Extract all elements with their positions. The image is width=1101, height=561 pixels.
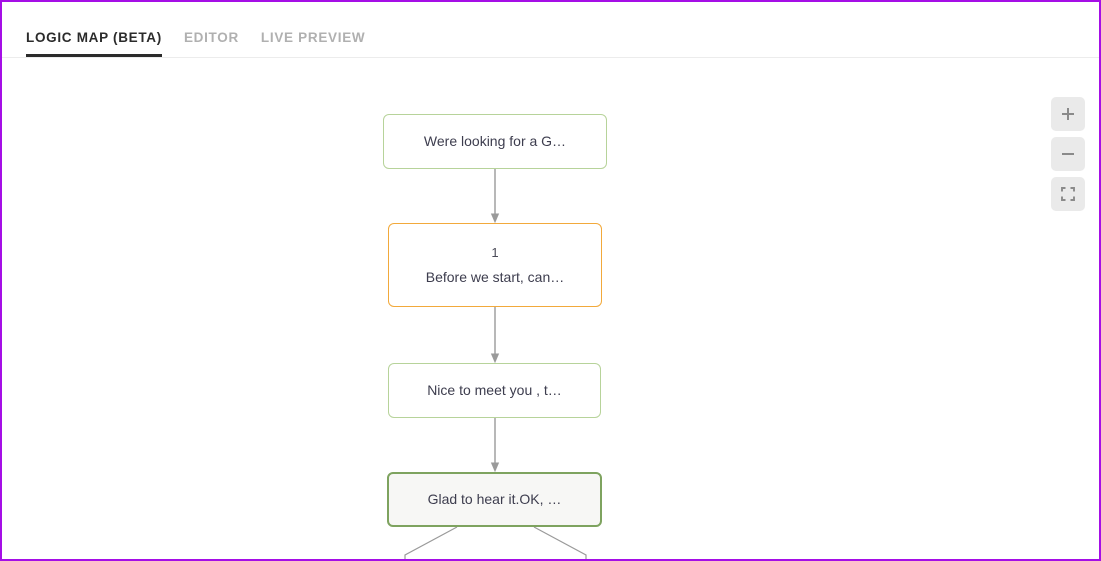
plus-icon [1059,105,1077,123]
logic-map-canvas[interactable]: Were looking for a G… 1 Before we start,… [2,59,1099,559]
edge-node4-branch-right [533,526,587,559]
minus-icon [1059,145,1077,163]
flow-node-3[interactable]: Nice to meet you , t… [388,363,601,418]
fit-view-button[interactable] [1051,177,1085,211]
zoom-in-button[interactable] [1051,97,1085,131]
flow-node-3-label: Nice to meet you , t… [427,382,562,399]
flow-node-2-label: Before we start, can… [425,268,565,285]
flow-node-4[interactable]: Glad to hear it.OK, … [387,472,602,527]
flow-node-2[interactable]: 1 Before we start, can… [388,223,602,307]
tab-logic-map[interactable]: LOGIC MAP (BETA) [26,30,162,57]
flow-node-1-label: Were looking for a G… [423,133,567,150]
zoom-controls [1051,97,1085,211]
flow-node-2-index: 1 [491,245,499,261]
fit-view-icon [1059,185,1077,203]
tab-bar: LOGIC MAP (BETA) EDITOR LIVE PREVIEW [2,2,1099,58]
zoom-out-button[interactable] [1051,137,1085,171]
flow-node-1[interactable]: Were looking for a G… [383,114,607,169]
tab-editor[interactable]: EDITOR [184,30,239,57]
edge-node4-branch-left [404,526,458,559]
flow-node-4-label: Glad to hear it.OK, … [427,491,562,508]
tab-live-preview[interactable]: LIVE PREVIEW [261,30,365,57]
